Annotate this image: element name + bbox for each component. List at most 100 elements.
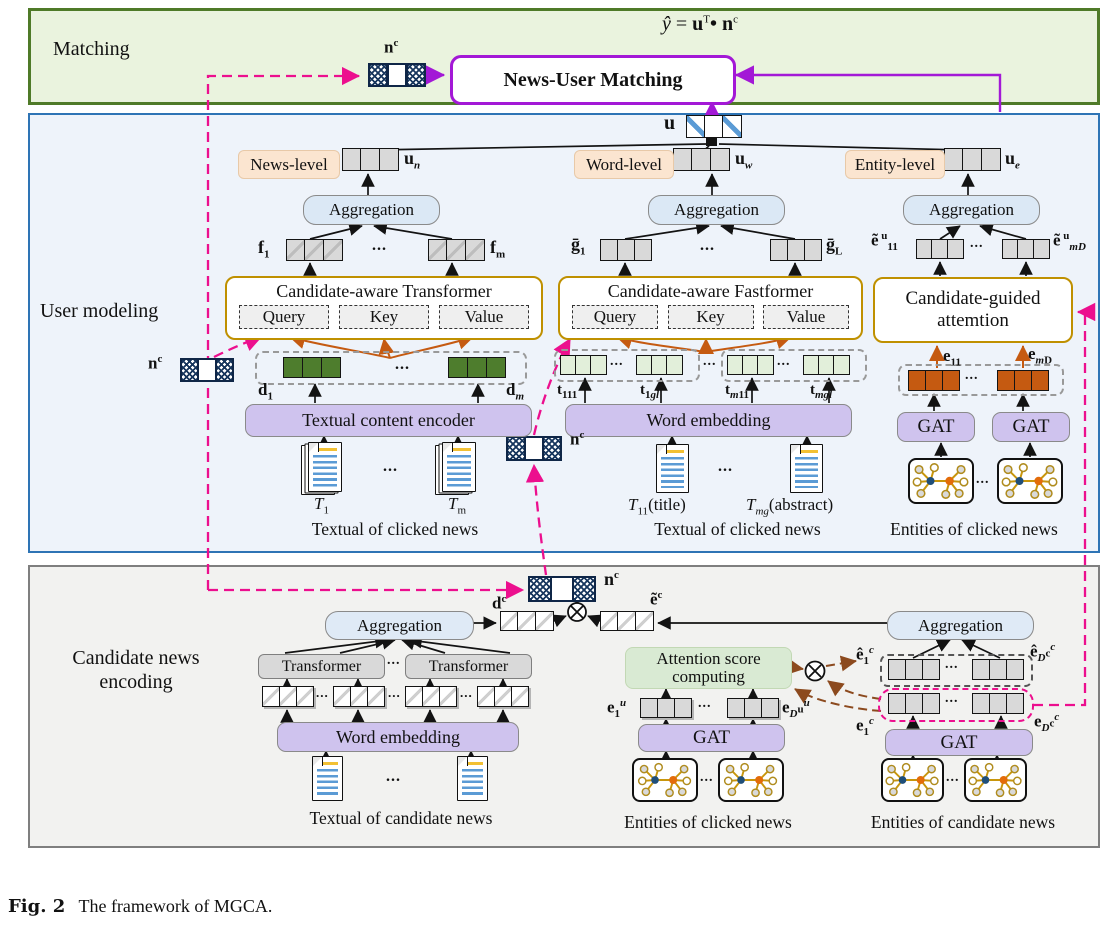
matching-label: Matching xyxy=(53,38,130,60)
word-vector-group-3 xyxy=(405,686,457,707)
T1-label: T1 xyxy=(314,494,329,517)
value-box: Value xyxy=(763,305,849,329)
candidate-guided-attention-line2: attemtion xyxy=(937,310,1009,331)
nc-vector-left xyxy=(180,358,234,382)
dc-vector xyxy=(500,611,554,631)
eDc-vector xyxy=(972,693,1024,714)
e1hat-vector xyxy=(888,659,940,680)
dots: ... xyxy=(945,657,959,672)
eDu-vector xyxy=(727,698,779,718)
nc-label-left: nc xyxy=(148,353,163,373)
entity-level-pill: Entity-level xyxy=(845,150,945,179)
caption-textual-clicked-mid: Textual of clicked news xyxy=(654,519,821,539)
candidate-doc-1 xyxy=(312,756,343,801)
aggregation-entity: Aggregation xyxy=(903,195,1040,225)
dots: ... xyxy=(316,685,329,700)
nc-label-matching: nc xyxy=(384,37,399,57)
emD-vector xyxy=(997,370,1049,391)
un-vector xyxy=(342,148,399,171)
aggregation-cand-left: Aggregation xyxy=(325,611,474,640)
dots: ... xyxy=(386,768,401,785)
nc-vector-candidate xyxy=(528,576,597,602)
Tm-label: Tm xyxy=(448,494,467,517)
figure-caption-text: The framework of MGCA. xyxy=(78,896,273,916)
d1-label: d1 xyxy=(258,380,273,403)
dots: ... xyxy=(372,237,387,254)
e1c-label: e1c xyxy=(856,715,874,739)
matching-formula: ŷ = uT• nc xyxy=(661,13,739,35)
t1gl-label: t1gl xyxy=(640,382,660,401)
abstract-doc xyxy=(790,444,823,493)
emD-label: emD xyxy=(1028,344,1053,367)
ue-label: ue xyxy=(1005,148,1020,172)
dc-label: dc xyxy=(492,593,507,613)
e-tilde-mD-label: ẽ umD xyxy=(1053,230,1086,254)
e-tilde-mD-vector xyxy=(1002,239,1050,259)
word-vector-group-4 xyxy=(477,686,529,707)
f1-vector xyxy=(286,239,343,261)
tmgl-label: tmgl xyxy=(810,382,833,401)
uw-vector xyxy=(673,148,730,171)
gat-box-mid: GAT xyxy=(638,724,785,752)
caption-textual-clicked-left: Textual of clicked news xyxy=(311,519,479,539)
e11-vector xyxy=(908,370,960,391)
ec-tilde-vector xyxy=(600,611,654,631)
entity-graph-icon xyxy=(912,463,969,499)
attention-score-line1: Attention score xyxy=(656,649,761,669)
candidate-encoding-label-line2: encoding xyxy=(99,671,173,693)
entity-graph-mid-2 xyxy=(718,758,784,802)
textual-content-encoder-box: Textual content encoder xyxy=(245,404,532,437)
t111-vector xyxy=(560,355,608,375)
eDc-label: eDcc xyxy=(1034,711,1060,735)
u-label: u xyxy=(664,112,676,134)
dots: ... xyxy=(718,458,733,475)
f1-label: f1 xyxy=(258,237,270,261)
e-tilde-11-vector xyxy=(916,239,964,259)
entity-graph-icon xyxy=(637,762,692,798)
fm-label: fm xyxy=(490,237,506,261)
dots: ... xyxy=(700,770,714,785)
e-hat-row-container xyxy=(880,654,1033,687)
word-embedding-box-um: Word embedding xyxy=(565,404,852,437)
entity-graph-icon xyxy=(1001,463,1058,499)
clicked-news-docs-m xyxy=(435,442,476,495)
entity-graph-um-1 xyxy=(908,458,974,504)
key-box: Key xyxy=(339,305,429,329)
figure-caption: Fig. 2 The framework of MGCA. xyxy=(8,896,1111,917)
word-vector-group-2 xyxy=(333,686,385,707)
e-tilde-11-label: ẽ u11 xyxy=(871,230,898,254)
dots: ... xyxy=(387,653,401,668)
tmgl-vector xyxy=(803,355,851,375)
entity-graph-icon xyxy=(723,762,778,798)
entity-graph-icon xyxy=(885,762,939,798)
news-user-matching-box: News-User Matching xyxy=(450,55,736,105)
word-vector-group-1 xyxy=(262,686,314,707)
dm-vector xyxy=(448,357,506,378)
uw-label: uw xyxy=(735,148,753,172)
candidate-aware-fastformer-box: Candidate-aware Fastformer Query Key Val… xyxy=(558,276,863,340)
gL-label: ḡL xyxy=(826,234,843,258)
candidate-doc-2 xyxy=(457,756,488,801)
e11-label: e11 xyxy=(943,346,961,369)
dots: ... xyxy=(777,354,791,369)
entity-graph-icon xyxy=(968,762,1022,798)
ec-tilde-label: ẽc xyxy=(650,589,663,609)
gat-box-um-2: GAT xyxy=(992,412,1070,442)
dots: ... xyxy=(700,237,715,254)
word-level-pill: Word-level xyxy=(574,150,674,179)
dots: ... xyxy=(388,685,401,700)
dots: ... xyxy=(460,685,473,700)
g1-label: ḡ1 xyxy=(571,234,586,258)
dots: ... xyxy=(698,696,712,711)
transformer-box-1: Transformer xyxy=(258,654,385,679)
t1gl-vector xyxy=(636,355,684,375)
nc-label-candidate: nc xyxy=(604,569,619,589)
figure-number: Fig. 2 xyxy=(8,896,66,917)
T11-label: T11(title) xyxy=(628,495,686,518)
caption-entities-clicked-cand: Entities of clicked news xyxy=(624,812,792,832)
word-embedding-box-cand: Word embedding xyxy=(277,722,519,752)
dots: ... xyxy=(703,354,717,369)
dots: ... xyxy=(970,236,984,251)
dots: ... xyxy=(965,368,979,383)
dots: ... xyxy=(946,770,960,785)
